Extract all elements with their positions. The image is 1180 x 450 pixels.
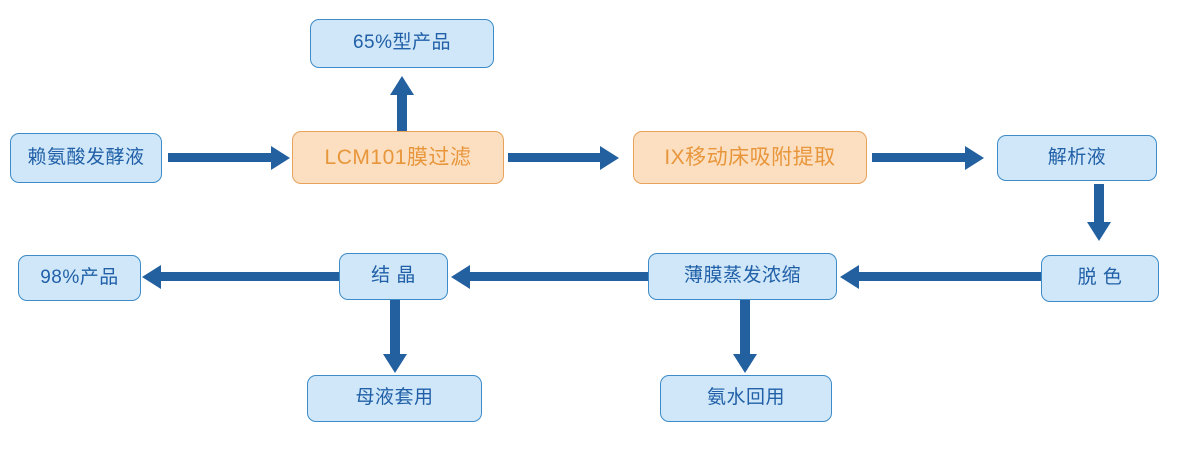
node-ammonia-label: 氨水回用 [706,387,785,409]
edge-ix-to-eluate-shaft [872,153,967,162]
node-product65[interactable]: 65%型产品 [310,19,494,68]
edge-crystallize-to-motherliq-shaft [390,300,400,356]
edge-feed-to-lcm101-shaft [168,153,273,162]
node-ix-label: IX移动床吸附提取 [664,145,836,169]
node-ix[interactable]: IX移动床吸附提取 [633,131,867,184]
node-motherliq[interactable]: 母液套用 [307,375,482,422]
node-eluate[interactable]: 解析液 [997,135,1157,181]
node-evaporate[interactable]: 薄膜蒸发浓缩 [648,253,837,300]
edge-decolor-to-evaporate-head [840,264,859,289]
node-motherliq-label: 母液套用 [355,387,434,409]
node-lcm101-label: LCM101膜过滤 [324,145,472,169]
node-product98[interactable]: 98%产品 [18,255,141,301]
edge-evaporate-to-crystallize-shaft [469,272,649,281]
edge-eluate-to-decolor-shaft [1094,184,1104,224]
edge-evaporate-to-ammonia-head [733,354,757,373]
edge-lcm101-to-ix-shaft [508,153,602,162]
edge-decolor-to-evaporate-shaft [858,272,1042,281]
edge-lcm101-to-ix-head [600,145,619,170]
edge-crystallize-to-product98-shaft [160,272,340,281]
edge-lcm101-to-product65-head [390,76,414,95]
node-crystallize-label: 结 晶 [371,265,416,287]
node-ammonia[interactable]: 氨水回用 [660,375,832,422]
node-product65-label: 65%型产品 [352,32,452,54]
node-feed[interactable]: 赖氨酸发酵液 [10,133,162,183]
node-evaporate-label: 薄膜蒸发浓缩 [683,265,801,287]
edge-feed-to-lcm101-head [271,145,290,170]
edge-ix-to-eluate-head [965,145,984,170]
node-eluate-label: 解析液 [1047,146,1107,168]
node-crystallize[interactable]: 结 晶 [339,253,448,300]
node-decolor[interactable]: 脱 色 [1041,255,1159,302]
edge-evaporate-to-ammonia-shaft [740,300,750,356]
edge-crystallize-to-product98-head [142,264,161,289]
edge-lcm101-to-product65-shaft [397,94,407,132]
node-feed-label: 赖氨酸发酵液 [27,146,145,168]
node-product98-label: 98%产品 [40,266,119,288]
edge-crystallize-to-motherliq-head [383,354,407,373]
edge-evaporate-to-crystallize-head [451,264,470,289]
node-lcm101[interactable]: LCM101膜过滤 [292,131,504,184]
edge-eluate-to-decolor-head [1087,222,1111,241]
node-decolor-label: 脱 色 [1077,267,1123,289]
